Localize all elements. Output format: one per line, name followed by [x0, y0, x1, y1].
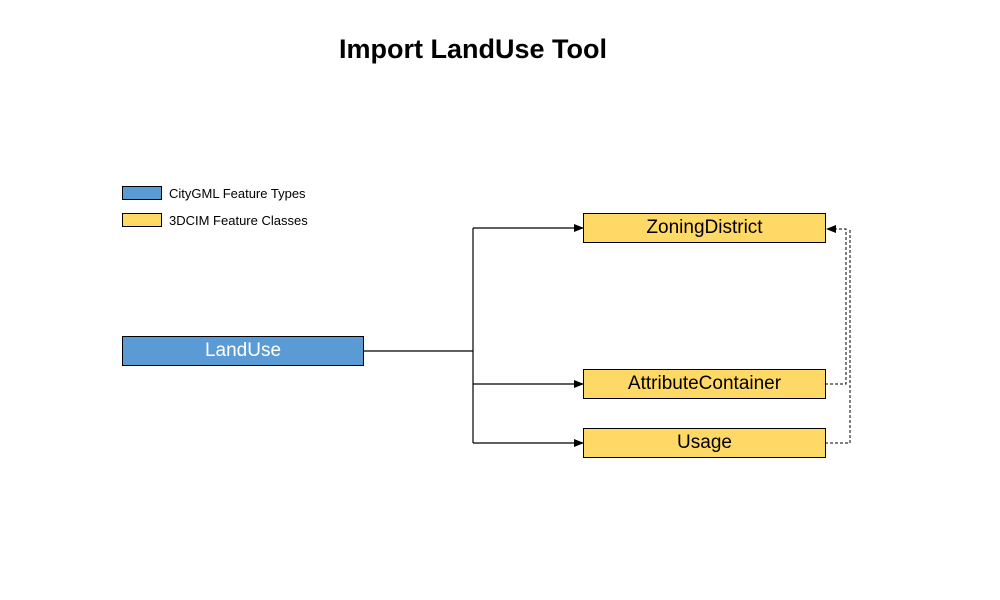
node-usage: Usage [583, 428, 826, 458]
node-attributecontainer-label: AttributeContainer [627, 373, 782, 394]
legend-swatch-citygml [122, 186, 162, 200]
dashed-link-usage-to-zoningdistrict [825, 229, 851, 444]
node-zoningdistrict: ZoningDistrict [583, 213, 826, 243]
node-landuse-label: LandUse [204, 340, 282, 361]
node-attributecontainer: AttributeContainer [583, 369, 826, 399]
legend-item-3dcim: 3DCIM Feature Classes [122, 212, 308, 228]
node-zoningdistrict-label: ZoningDistrict [646, 217, 763, 238]
legend-swatch-3dcim [122, 213, 162, 227]
dashed-link-attributecontainer-to-zoningdistrict [825, 225, 847, 385]
legend-label-citygml: CityGML Feature Types [169, 185, 306, 201]
legend-item-citygml: CityGML Feature Types [122, 185, 306, 201]
node-usage-label: Usage [677, 432, 732, 453]
node-landuse: LandUse [122, 336, 364, 366]
legend-label-3dcim: 3DCIM Feature Classes [169, 212, 308, 228]
diagram-title: Import LandUse Tool [339, 34, 607, 64]
